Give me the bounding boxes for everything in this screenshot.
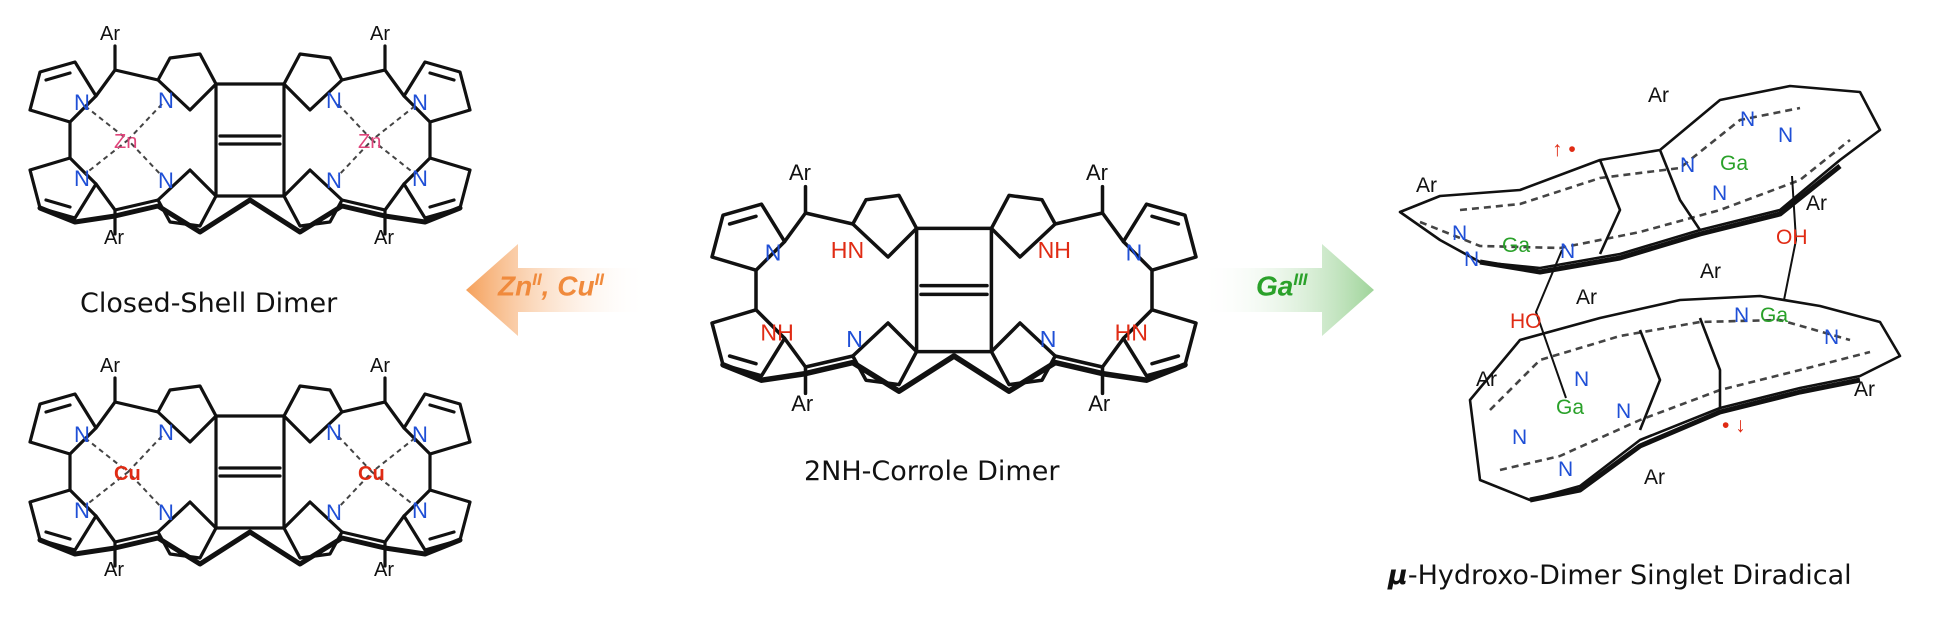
n-label: N xyxy=(1778,124,1793,147)
n-label: N xyxy=(1512,426,1527,449)
n-label: N xyxy=(158,500,174,525)
n-label: N xyxy=(326,88,342,113)
n-label: N xyxy=(1680,154,1695,177)
n-label: N xyxy=(1574,368,1589,391)
ar-label: Ar xyxy=(1086,160,1108,185)
ar-label: Ar xyxy=(104,227,124,249)
zn-right-label: Zn xyxy=(358,131,381,153)
ar-label: Ar xyxy=(789,160,811,185)
ar-label: Ar xyxy=(374,559,394,581)
ar-label: Ar xyxy=(1648,84,1669,107)
left-reaction-arrow xyxy=(466,244,648,336)
ga-upper-corrole xyxy=(1398,84,1882,275)
ar-label: Ar xyxy=(1416,174,1437,197)
mu-hydroxo-text: -Hydroxo-Dimer Singlet Diradical xyxy=(1407,560,1852,591)
n-label: N xyxy=(1712,182,1727,205)
ga-label: Ga xyxy=(1760,304,1788,327)
ga-label: Ga xyxy=(1720,152,1748,175)
ga-label: Ga xyxy=(1502,234,1530,257)
cu-right-label: Cu xyxy=(358,463,385,485)
ar-label: Ar xyxy=(1576,286,1597,309)
right-reaction-arrow xyxy=(1200,244,1374,336)
n-label: N xyxy=(1558,458,1573,481)
ar-label: Ar xyxy=(1700,260,1721,283)
n-label: N xyxy=(74,498,90,523)
nh-label: NH xyxy=(1038,237,1071,263)
n-label: N xyxy=(158,420,174,445)
corrole-caption: 2NH-Corrole Dimer xyxy=(804,456,1060,487)
n-label: N xyxy=(1560,240,1575,263)
ga-lower-corrole xyxy=(1468,294,1902,503)
ar-label: Ar xyxy=(370,23,390,45)
n-label: N xyxy=(326,420,342,445)
n-label: N xyxy=(1464,248,1479,271)
nh-label: NH xyxy=(760,320,793,346)
ar-label: Ar xyxy=(374,227,394,249)
n-label: N xyxy=(1126,239,1143,265)
n-label: N xyxy=(1734,304,1749,327)
mu-hydroxo-caption: μ-Hydroxo-Dimer Singlet Diradical xyxy=(1388,560,1852,591)
n-label: N xyxy=(1040,326,1057,352)
zn-closed-shell-dimer: Zn Zn N N N N N N N N Ar Ar Ar Ar xyxy=(30,23,470,249)
closed-shell-caption: Closed-Shell Dimer xyxy=(80,288,338,319)
ga-reagent-label: GaIII xyxy=(1256,270,1308,302)
n-label: N xyxy=(412,422,428,447)
spin-up-radical: ↑ • xyxy=(1552,138,1576,161)
n-label: N xyxy=(846,326,863,352)
n-label: N xyxy=(765,239,782,265)
n-label: N xyxy=(74,166,90,191)
hn-label: HN xyxy=(831,237,864,263)
n-label: N xyxy=(1740,108,1755,131)
ar-label: Ar xyxy=(104,559,124,581)
reagent-separator: , xyxy=(541,270,558,302)
ar-label: Ar xyxy=(1854,378,1875,401)
cu-reagent: Cu xyxy=(557,270,595,302)
ga-label: Ga xyxy=(1556,396,1584,419)
n-label: N xyxy=(412,166,428,191)
ar-label: Ar xyxy=(370,355,390,377)
ar-label: Ar xyxy=(100,23,120,45)
hn-label: HN xyxy=(1115,320,1148,346)
ga-oxidation-state: III xyxy=(1293,270,1308,289)
ga-oh-bridges xyxy=(1534,175,1798,399)
n-label: N xyxy=(326,168,342,193)
ar-label: Ar xyxy=(1644,466,1665,489)
oh-label: OH xyxy=(1776,226,1808,249)
zn-cu-reagent-label: ZnII, CuII xyxy=(498,270,604,302)
n-label: N xyxy=(74,90,90,115)
n-label: N xyxy=(326,500,342,525)
mu-symbol: μ xyxy=(1388,560,1408,591)
ar-label: Ar xyxy=(1088,391,1110,416)
ar-label: Ar xyxy=(1476,368,1497,391)
ga-reagent: Ga xyxy=(1256,270,1294,302)
cu-left-label: Cu xyxy=(114,463,141,485)
n-label: N xyxy=(1824,326,1839,349)
cu-closed-shell-dimer: Cu Cu N N N N N N N N Ar Ar Ar Ar xyxy=(30,355,470,581)
zn-oxidation-state: II xyxy=(532,270,542,289)
n-label: N xyxy=(412,498,428,523)
n-label: N xyxy=(1616,400,1631,423)
zn-left-label: Zn xyxy=(114,131,137,153)
ar-label: Ar xyxy=(100,355,120,377)
n-label: N xyxy=(158,88,174,113)
ho-label: HO xyxy=(1510,310,1542,333)
corrole-2nh-dimer: N NH HN N NH N N HN Ar Ar Ar Ar xyxy=(712,160,1196,416)
n-label: N xyxy=(158,168,174,193)
n-label: N xyxy=(1452,222,1467,245)
n-label: N xyxy=(412,90,428,115)
ar-label: Ar xyxy=(1806,192,1827,215)
ga-atoms: Ga Ga Ga Ga N N N N N N N N N N N N N OH… xyxy=(1416,84,1875,489)
ar-label: Ar xyxy=(791,391,813,416)
cu-oxidation-state: II xyxy=(594,270,605,289)
spin-down-radical: • ↓ xyxy=(1722,414,1746,437)
zn-reagent: Zn xyxy=(498,270,533,302)
n-label: N xyxy=(74,422,90,447)
